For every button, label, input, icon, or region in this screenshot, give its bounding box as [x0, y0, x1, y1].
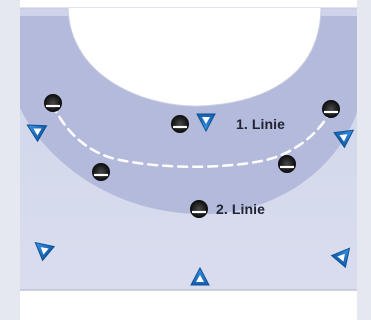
dashed-defense-line — [50, 102, 332, 169]
defender-right-back — [278, 155, 296, 173]
left-side-strip — [0, 0, 20, 320]
attacker-pivot — [196, 113, 216, 133]
attacker-left-wing — [26, 124, 48, 143]
defender-center-1 — [171, 115, 189, 133]
attacker-center-back — [190, 266, 210, 286]
defender-left-wing — [44, 94, 62, 112]
attacker-right-wing — [333, 129, 355, 149]
goal-area-line — [67, 7, 322, 107]
attacker-left-back — [34, 241, 56, 262]
attackers-group — [26, 113, 355, 286]
defender-center-2 — [190, 200, 208, 218]
attacker-right-back — [330, 247, 351, 269]
defender-left-back — [92, 163, 110, 181]
defenders-group — [44, 94, 340, 218]
first-line-label: 1. Linie — [236, 116, 286, 132]
right-side-strip — [357, 0, 371, 320]
defender-right-wing — [322, 100, 340, 118]
second-line-label: 2. Linie — [216, 201, 266, 217]
goal-area — [68, 8, 321, 107]
